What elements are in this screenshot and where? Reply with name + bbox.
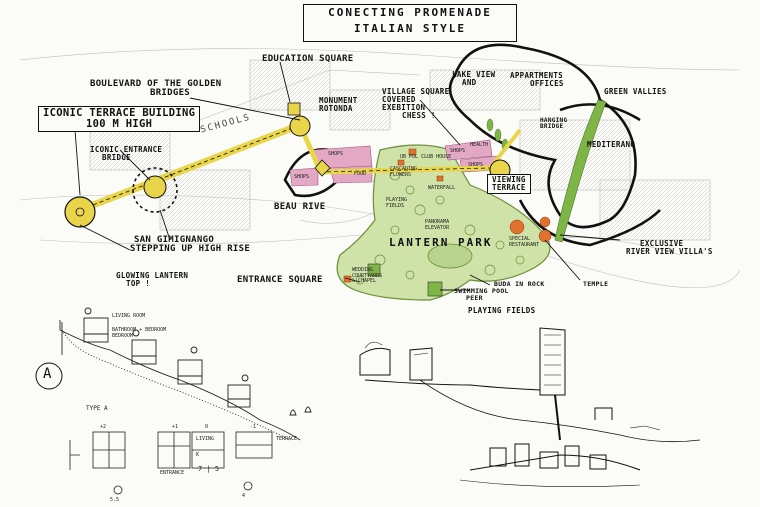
label-iconic-terrace: ICONIC TERRACE BUILDING 100 M HIGH <box>38 106 201 133</box>
label-playing-fields: PLAYING FIELDS <box>468 306 536 315</box>
label-level-minus1: -1 <box>250 424 257 430</box>
type-a-marker-circle <box>35 362 63 390</box>
swimming-pool <box>427 281 443 297</box>
green-valleys-strip <box>554 99 607 243</box>
wedding-courtyard <box>367 263 381 277</box>
label-wedding: WEDDING COURTYARDS & CHAPEL <box>352 267 383 284</box>
label-level-0: 0 <box>205 424 209 430</box>
entrance-bridge-node <box>143 175 167 199</box>
label-level-plus1: +1 <box>172 424 179 430</box>
label-type-a: TYPE A <box>86 405 108 412</box>
perspective-sketch <box>359 327 701 487</box>
label-club-house: UB POL CLUB HOUSE <box>400 154 452 160</box>
rotonda-node <box>289 115 311 137</box>
label-plan-entrance: ENTRANCE <box>160 470 185 476</box>
label-plan-living: LIVING <box>196 436 215 442</box>
label-cascading: CASCADING FLOWERS <box>390 166 418 178</box>
title-line-2: ITALIAN STYLE <box>353 22 467 35</box>
label-special-restaurant: SPECIAL RESTAURANT <box>509 236 540 248</box>
label-playing-fields-small: PLAYING FIELDS <box>386 197 408 209</box>
unit-plan-sketches <box>69 431 273 495</box>
label-stair: 7 | 5 <box>198 465 220 473</box>
label-health: HEALTH <box>470 142 489 148</box>
label-food: FOOD <box>354 171 367 177</box>
label-swimming-pool: SWIMMING POOL PEER <box>454 287 509 302</box>
label-waterfall: WATERFALL <box>428 185 456 191</box>
title-box: CONECTING PROMENADE ITALIAN STYLE <box>303 4 517 42</box>
pond <box>427 243 473 269</box>
label-plan-k: K <box>196 452 200 458</box>
label-green-valleys: GREEN VALLIES <box>604 87 667 96</box>
label-hanging-bridge: HANGING BRIDGE <box>540 117 568 131</box>
label-san-gimignano: SAN GIMIGNANGO STEPPING UP HIGH RISE <box>130 235 251 255</box>
label-glowing-lantern: GLOWING LANTERN TOP ! <box>116 271 189 288</box>
label-appartments: APPARTMENTS OFFICES <box>510 71 564 88</box>
label-beau-rive: BEAU RIVE <box>274 202 326 212</box>
type-a-marker: A <box>43 366 52 382</box>
label-viewing-terrace: VIEWING TERRACE <box>487 174 531 194</box>
label-boulevard: BOULEVARD OF THE GOLDEN BRIDGES <box>90 79 222 99</box>
label-dim-2: 4 <box>242 493 246 499</box>
label-monument: MONUMENT ROTONDA <box>319 96 358 113</box>
label-plan-terrace: TERRACE <box>276 436 298 442</box>
label-level-plus2: +2 <box>100 424 107 430</box>
label-shops-3: SHOPS <box>450 148 466 154</box>
label-mediterano: MEDITERANO <box>587 140 636 149</box>
label-lantern-park: LANTERN PARK <box>389 236 493 249</box>
label-shops-4: SHOPS <box>468 162 484 168</box>
label-buda-in-rock: BUDA IN ROCK <box>494 280 545 288</box>
iconic-terrace-node <box>64 196 96 228</box>
river-edge <box>518 199 661 247</box>
terrace-section-sketch <box>59 307 312 441</box>
san-gimignano-ring <box>132 167 178 213</box>
label-dim-1: 5.5 <box>110 497 120 503</box>
title-line-1: CONECTING PROMENADE <box>328 6 492 19</box>
label-village-square: VILLAGE SQUARE COVERED EXEBITION CHESS ! <box>382 87 450 120</box>
label-education-square: EDUCATION SQUARE <box>262 54 354 64</box>
education-square-node <box>287 102 301 116</box>
label-temple: TEMPLE <box>583 280 609 288</box>
pink-zones <box>289 139 499 187</box>
label-shops-2: SHOPS <box>294 174 310 180</box>
label-shops-1: SHOPS <box>328 151 344 157</box>
label-bedroom: BATHROOM + BEDROOM BEDROOM <box>112 327 167 339</box>
label-panorama-elevator: PANORAMA ELEVATOR <box>425 219 450 231</box>
label-living-room: LIVING ROOM <box>112 313 146 319</box>
label-exclusive-villas: EXCLUSIVE RIVER VIEW VILLA'S <box>626 239 713 256</box>
label-iconic-entrance: ICONIC ENTRANCE BRIDGE <box>90 145 163 162</box>
label-lake-view: LAKE VIEW AND <box>452 70 496 87</box>
label-entrance-square: ENTRANCE SQUARE <box>237 275 323 285</box>
